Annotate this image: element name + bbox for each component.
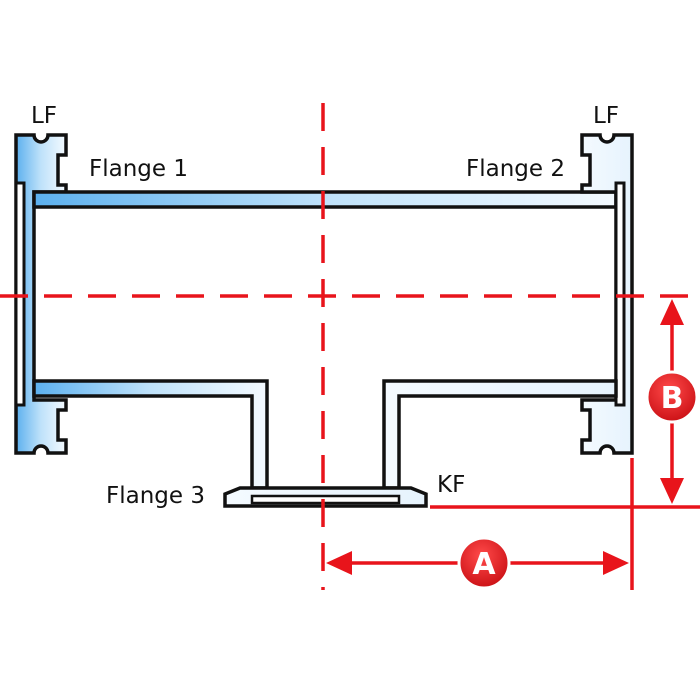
dimension-arrowheads <box>326 299 684 575</box>
dimension-b-label: B <box>661 381 684 416</box>
flange-1-label: Flange 1 <box>89 156 188 182</box>
top-pipe-wall <box>32 190 618 209</box>
arrow-b-top <box>660 299 684 325</box>
kf-label: KF <box>437 472 465 498</box>
flange-3-label: Flange 3 <box>106 483 205 509</box>
arrow-a-right <box>603 551 629 575</box>
lf-left-label: LF <box>31 103 57 129</box>
flange-3-body <box>223 486 428 508</box>
flange-2-label: Flange 2 <box>466 156 565 182</box>
arrow-a-left <box>326 551 352 575</box>
dimension-a-label: A <box>472 547 496 582</box>
dimension-a-badge: A <box>457 536 511 590</box>
lf-right-label: LF <box>593 103 619 129</box>
arrow-b-bottom <box>660 478 684 504</box>
flange-1-body <box>14 133 68 455</box>
flange-2-body <box>580 133 634 455</box>
dimension-b-badge: B <box>645 370 699 424</box>
bottom-left-wall <box>32 379 269 490</box>
bottom-right-wall <box>382 379 618 490</box>
